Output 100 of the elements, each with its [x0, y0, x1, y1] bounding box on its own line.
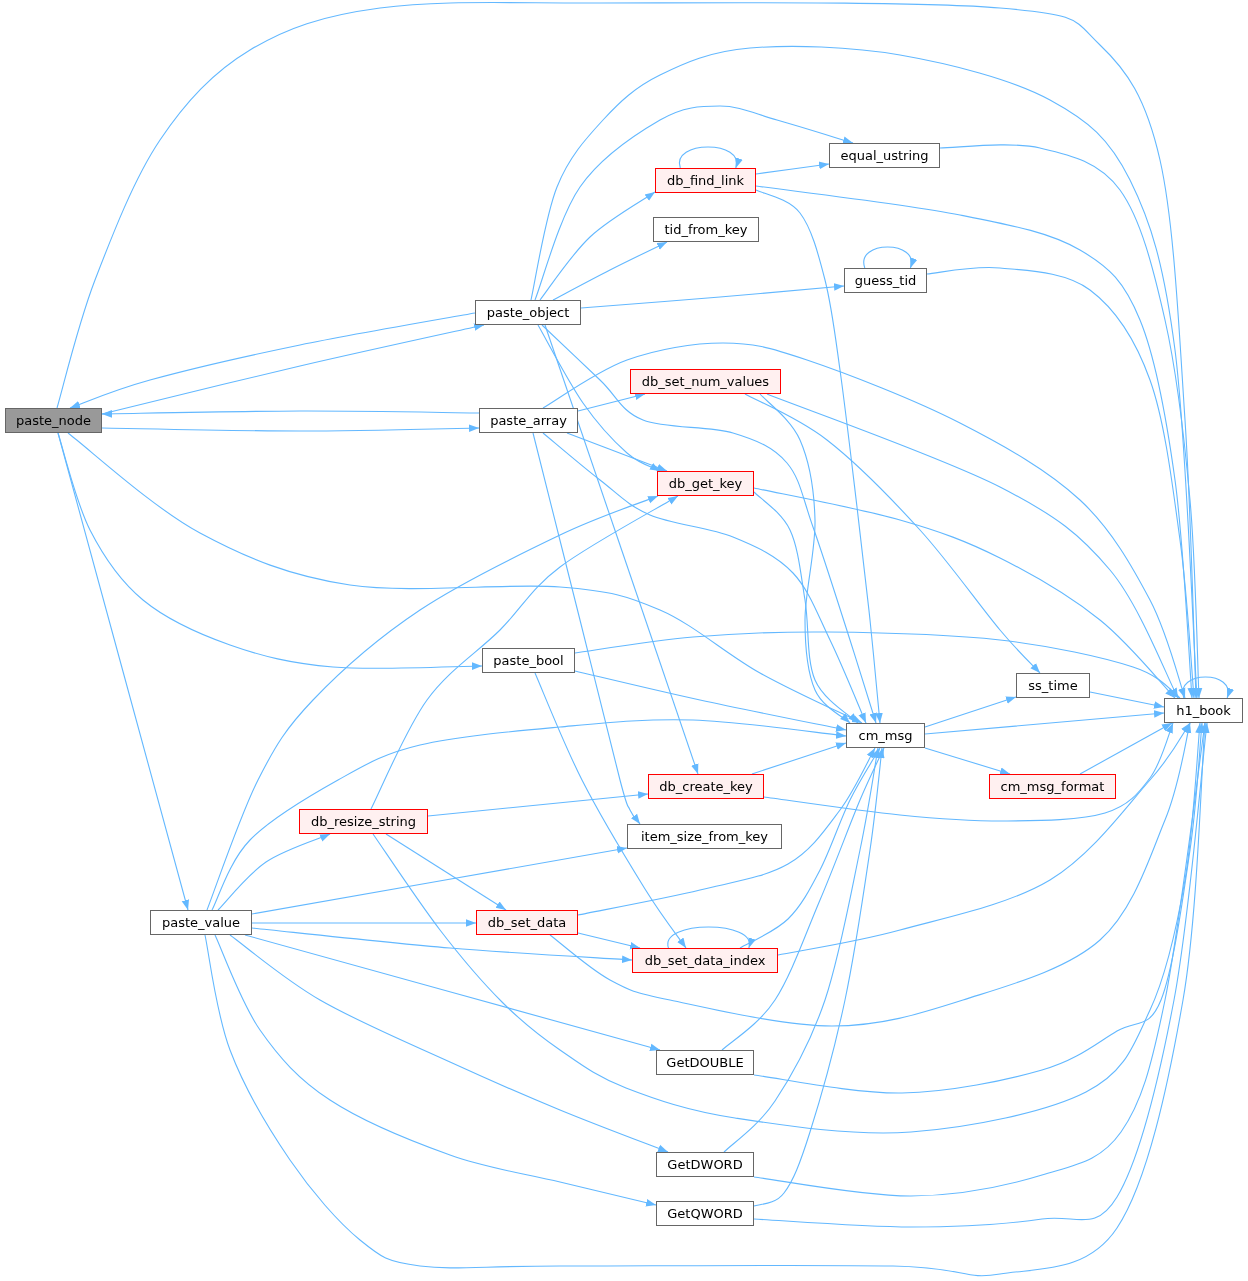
call-arrow [251, 846, 628, 915]
function-name: db_set_num_values [641, 373, 770, 390]
call-arrow [530, 45, 1201, 699]
function-name: db_set_data [487, 914, 567, 931]
call-arrow [678, 146, 741, 169]
call-arrow [101, 410, 480, 418]
call-arrow [574, 631, 1181, 699]
function-box [656, 1050, 754, 1075]
call-arrow [924, 747, 1011, 775]
call-arrow [244, 934, 661, 1051]
call-arrow [721, 747, 885, 1051]
call-arrow [759, 393, 851, 724]
call-arrow [532, 432, 641, 825]
call-arrow [1182, 676, 1233, 699]
call-arrow [534, 672, 687, 949]
function-name: item_size_from_key [640, 828, 769, 845]
highlighted-function-box [5, 408, 102, 433]
function-name: paste_bool [493, 652, 564, 669]
function-box [1164, 698, 1243, 723]
call-arrow [755, 161, 830, 175]
call-arrow [206, 495, 659, 911]
function-box [653, 217, 759, 242]
call-arrow [577, 392, 646, 412]
call-arrow [427, 791, 649, 817]
function-name: paste_object [486, 304, 570, 321]
call-arrow [101, 424, 480, 432]
call-arrow [577, 932, 641, 950]
call-arrow [739, 747, 881, 949]
function-box [657, 471, 754, 496]
call-arrow [214, 934, 657, 1207]
call-arrow [566, 432, 668, 472]
function-box [844, 268, 927, 293]
function-name: paste_node [16, 412, 91, 429]
function-name: cm_msg [858, 727, 913, 744]
call-arrow [574, 670, 847, 732]
function-box [627, 824, 782, 849]
function-box [1016, 673, 1090, 698]
call-arrow [372, 722, 1203, 1134]
function-box [655, 168, 756, 193]
call-arrow [541, 324, 877, 724]
call-arrow [542, 342, 1186, 699]
call-arrow [924, 710, 1165, 735]
call-arrow [229, 934, 669, 1153]
call-arrow [544, 324, 699, 775]
call-arrow [755, 185, 1196, 699]
function-box [479, 408, 578, 433]
call-arrow [753, 722, 1205, 1094]
call-arrow [753, 747, 885, 1207]
call-arrow [542, 432, 867, 724]
call-arrow [204, 722, 1209, 1277]
call-arrow [552, 241, 668, 301]
call-arrow [69, 312, 476, 409]
function-box [630, 369, 781, 394]
function-name: paste_array [490, 412, 567, 429]
function-name: db_find_link [666, 172, 745, 189]
call-arrow [251, 919, 477, 927]
function-box [989, 774, 1116, 799]
call-arrow [755, 189, 883, 724]
function-name: ss_time [1028, 677, 1078, 694]
function-name: db_resize_string [310, 813, 417, 830]
function-box [829, 143, 940, 168]
function-box [656, 1201, 754, 1226]
call-arrow [924, 696, 1017, 728]
call-arrow [217, 833, 331, 911]
call-arrow [723, 747, 881, 1153]
call-arrow [251, 927, 633, 964]
call-arrow [777, 722, 1191, 956]
function-name: cm_msg_format [1000, 778, 1105, 795]
call-arrow [667, 926, 754, 949]
function-box [150, 910, 252, 935]
call-arrow [385, 833, 507, 911]
call-arrow [751, 742, 847, 775]
call-arrow [744, 393, 1041, 674]
call-arrow [863, 246, 916, 269]
function-name: db_create_key [659, 778, 753, 795]
call-arrow [549, 722, 1192, 1027]
function-name: h1_book [1176, 702, 1231, 719]
call-arrow [577, 747, 876, 916]
call-arrow [939, 144, 1203, 699]
call-arrow [1079, 722, 1173, 775]
call-arrow [1089, 691, 1165, 709]
function-box [476, 910, 578, 935]
function-name: tid_from_key [664, 221, 748, 238]
call-arrow [753, 487, 1176, 699]
call-arrow [763, 722, 1174, 822]
function-name: paste_value [161, 914, 241, 931]
function-name: guess_tid [854, 272, 917, 289]
function-box [846, 723, 925, 748]
function-box [299, 809, 428, 834]
call-arrow [211, 719, 847, 911]
call-arrow [67, 432, 863, 724]
call-arrow [57, 432, 190, 911]
call-arrow [580, 283, 845, 309]
call-arrow [539, 191, 656, 301]
call-arrow [370, 495, 679, 810]
function-name: GetDWORD [667, 1156, 743, 1173]
function-name: GetQWORD [667, 1205, 743, 1222]
call-arrow [534, 105, 854, 301]
function-name: db_get_key [668, 475, 743, 492]
function-name: GetDOUBLE [666, 1054, 744, 1071]
